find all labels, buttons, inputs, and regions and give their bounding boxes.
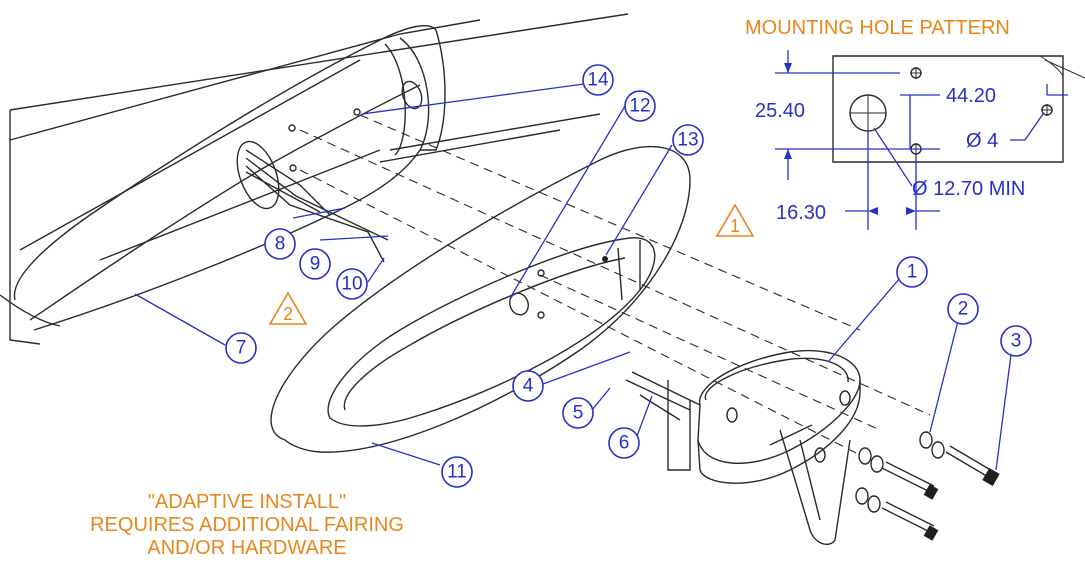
adaptive-install-note: "ADAPTIVE INSTALL" REQUIRES ADDITIONAL F… <box>90 491 404 559</box>
dim-small-hole: Ø 4 <box>966 130 998 152</box>
callout-10: 10 <box>336 268 368 300</box>
callout-2: 2 <box>947 293 979 325</box>
mounting-hole-pattern: MOUNTING HOLE PATTERN 25.40 44.20 Ø 4 Ø … <box>745 17 1085 230</box>
svg-text:2: 2 <box>283 304 293 324</box>
svg-text:1: 1 <box>730 216 740 236</box>
svg-text:7: 7 <box>236 338 247 359</box>
svg-text:3: 3 <box>1011 331 1022 352</box>
callout-1: 1 <box>896 256 928 288</box>
callout-3: 3 <box>1000 325 1032 357</box>
svg-text:10: 10 <box>341 274 362 295</box>
note-triangle-2: 2 <box>268 291 308 325</box>
callout-13: 13 <box>672 124 704 156</box>
svg-text:11: 11 <box>447 462 467 483</box>
svg-text:13: 13 <box>677 130 698 151</box>
callout-4: 4 <box>512 370 544 402</box>
alignment-lines <box>299 114 931 456</box>
svg-text:AND/OR HARDWARE: AND/OR HARDWARE <box>147 537 346 559</box>
svg-text:12: 12 <box>629 96 650 117</box>
callout-8: 8 <box>264 228 296 260</box>
callout-12: 12 <box>624 90 656 122</box>
hardware <box>855 431 1000 541</box>
svg-text:14: 14 <box>587 70 609 91</box>
svg-text:1: 1 <box>907 262 918 283</box>
svg-text:REQUIRES ADDITIONAL FAIRING: REQUIRES ADDITIONAL FAIRING <box>90 514 404 536</box>
callout-7: 7 <box>225 332 257 364</box>
svg-text:9: 9 <box>310 254 321 275</box>
dim-vertical: 25.40 <box>755 100 805 122</box>
callout-14: 14 <box>582 64 614 96</box>
callout-5: 5 <box>562 397 594 429</box>
antenna-unit <box>625 349 861 546</box>
svg-text:4: 4 <box>523 376 534 397</box>
leader-lines <box>134 83 1013 471</box>
wing-structure <box>0 13 629 345</box>
dim-offset: 16.30 <box>776 202 826 224</box>
callout-6: 6 <box>608 427 640 459</box>
svg-text:2: 2 <box>958 299 969 320</box>
svg-text:6: 6 <box>619 433 630 454</box>
fairing-part <box>270 145 691 453</box>
dim-horizontal: 44.20 <box>946 85 996 107</box>
svg-text:5: 5 <box>573 403 584 424</box>
note-triangle-1: 1 <box>715 203 755 237</box>
svg-text:8: 8 <box>275 234 286 255</box>
hole-pattern-title: MOUNTING HOLE PATTERN <box>745 17 1010 39</box>
callout-9: 9 <box>299 248 331 280</box>
callout-11: 11 <box>441 456 473 488</box>
svg-text:"ADAPTIVE INSTALL": "ADAPTIVE INSTALL" <box>148 491 346 513</box>
dim-large-hole: Ø 12.70 MIN <box>912 178 1025 200</box>
